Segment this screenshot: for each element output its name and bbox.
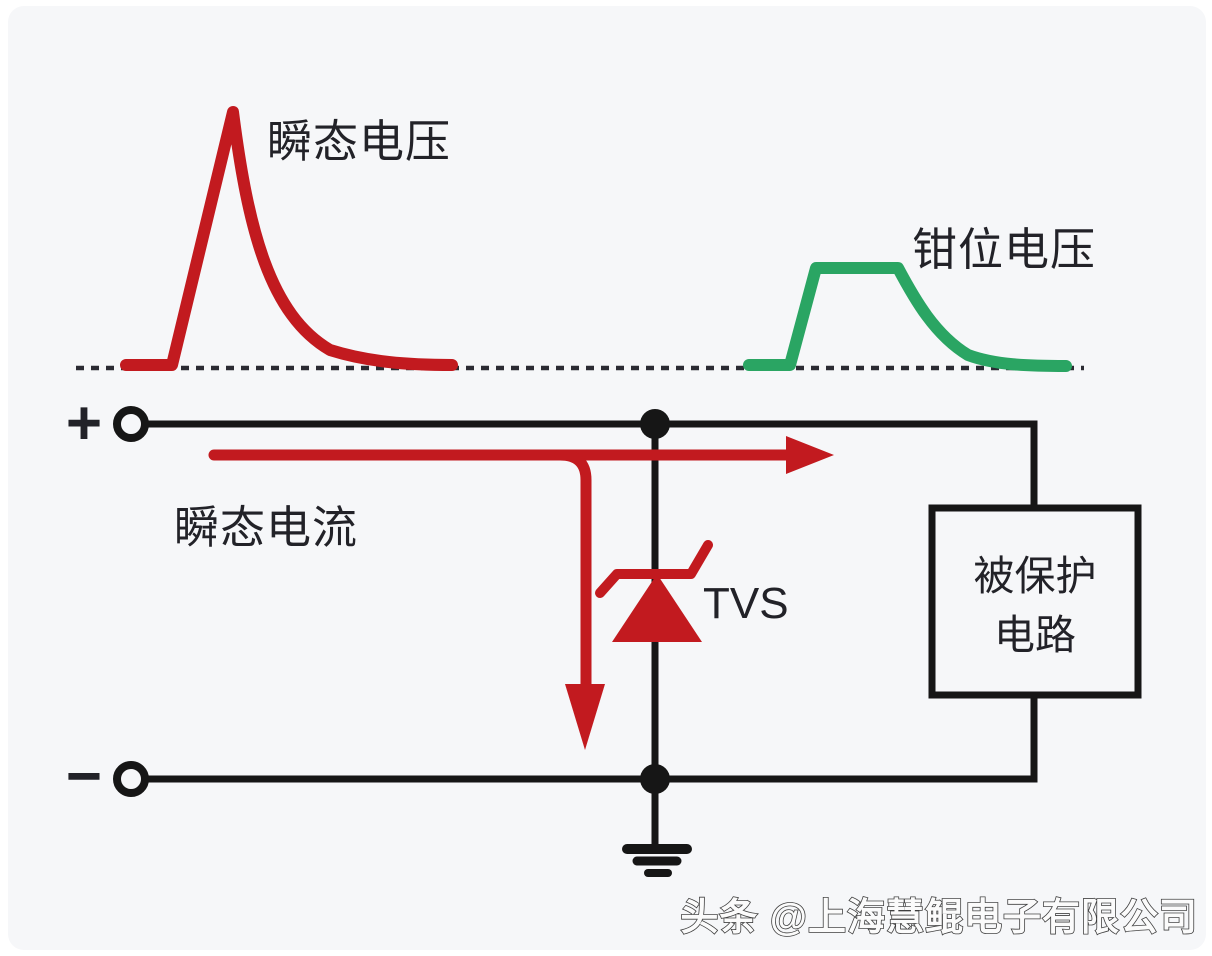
junction-dot-bottom [640,764,670,794]
protected-circuit-label-line2: 电路 [994,612,1076,658]
tvs-diode-icon [595,540,713,642]
top-rail [142,420,1038,512]
plus-terminal-label: + [66,389,102,458]
clamping-voltage-waveform [743,262,1072,372]
transient-current-right-arrowhead [786,436,834,474]
protected-circuit-box [928,504,1142,699]
tvs-diode-cathode-bar [595,540,713,598]
transient-voltage-label: 瞬态电压 [267,116,451,167]
circuit-wiring [113,406,1142,877]
transient-voltage-waveform [120,106,458,371]
transient-current-path [208,436,834,750]
transient-current-branch-line [554,449,592,694]
protected-circuit-label-line1: 被保护 [974,553,1097,599]
tvs-label: TVS [703,579,789,628]
tvs-diode-triangle [612,574,702,642]
transient-current-label: 瞬态电流 [174,502,358,553]
transient-current-down-arrowhead [565,684,605,750]
clamping-voltage-label: 钳位电压 [912,224,1096,275]
plus-terminal-node [113,406,149,442]
minus-terminal-label: − [66,742,102,811]
watermark: 头条 @上海慧鲲电子有限公司 [680,897,1198,939]
diagram-background-card [8,6,1206,950]
junction-dot-top [640,409,670,439]
minus-terminal-node [113,761,149,797]
bottom-rail [142,691,1038,783]
